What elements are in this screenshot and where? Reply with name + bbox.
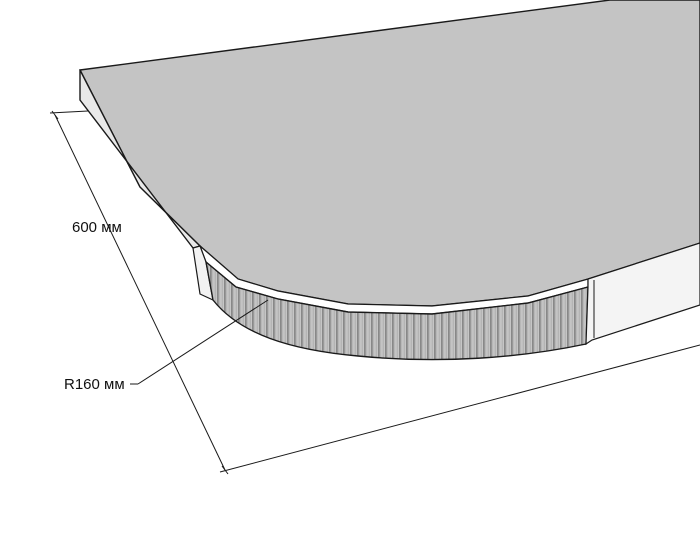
depth-dimension-line	[54, 114, 226, 471]
countertop-right-edge	[585, 242, 700, 346]
radius-leader-line	[137, 299, 269, 385]
width-dimension-line	[219, 344, 700, 473]
countertop-top-surface	[78, 0, 700, 307]
depth-tick-top	[51, 110, 59, 120]
depth-tick-bottom	[221, 465, 229, 475]
depth-dimension-label: 600 мм	[72, 219, 122, 236]
radius-dimension-label: R160 мм	[64, 376, 125, 393]
depth-extension-top	[49, 110, 89, 114]
dimension-lines	[49, 110, 700, 475]
